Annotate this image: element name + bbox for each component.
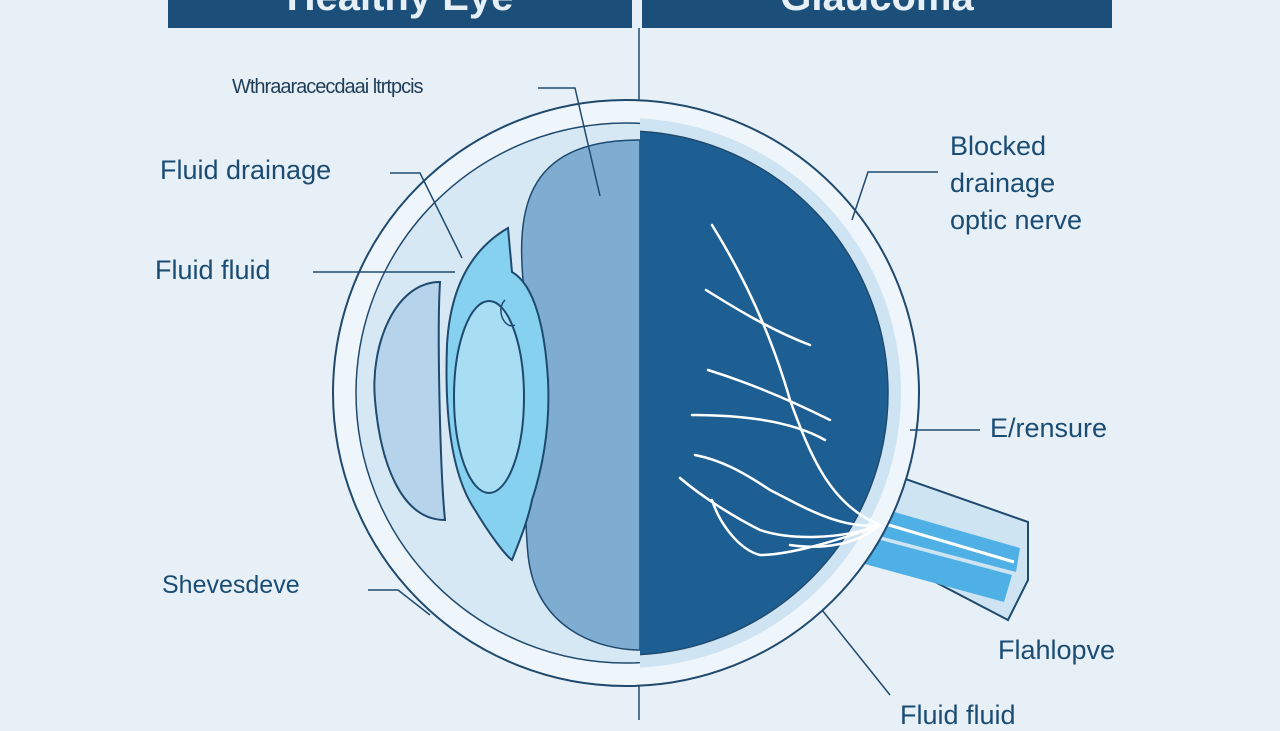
header-glaucoma-title: Glaucoma bbox=[642, 0, 1112, 20]
label-shevesdeve: Shevesdeve bbox=[162, 571, 300, 599]
label-erensure: E/rensure bbox=[990, 413, 1108, 443]
retinal-vessels bbox=[678, 223, 882, 557]
label-blocked-line3: optic nerve bbox=[950, 205, 1083, 235]
label-fluid-drainage: Fluid drainage bbox=[160, 155, 332, 185]
label-fluid-fluid: Fluid fluid bbox=[155, 255, 271, 285]
lens bbox=[445, 226, 550, 562]
label-blocked-line2: drainage bbox=[950, 168, 1056, 198]
optic-nerve bbox=[850, 468, 1029, 622]
label-blocked-drainage: Blocked drainage optic nerve bbox=[950, 128, 1082, 239]
label-fluid-fluid-bottom: Fluid fluid bbox=[900, 700, 1016, 730]
header-healthy-eye: Healthy Eye bbox=[168, 0, 632, 28]
glaucoma-eye-half bbox=[640, 118, 901, 668]
cornea bbox=[373, 280, 447, 522]
leader-lines bbox=[313, 87, 980, 696]
header-glaucoma: Glaucoma bbox=[642, 0, 1112, 28]
label-flahlopve: Flahlopve bbox=[998, 635, 1116, 665]
label-blocked-line1: Blocked bbox=[950, 131, 1047, 161]
header-healthy-eye-title: Healthy Eye bbox=[168, 0, 632, 20]
label-top-small: Wthraaracecdaai ltrtpcis bbox=[232, 76, 424, 98]
